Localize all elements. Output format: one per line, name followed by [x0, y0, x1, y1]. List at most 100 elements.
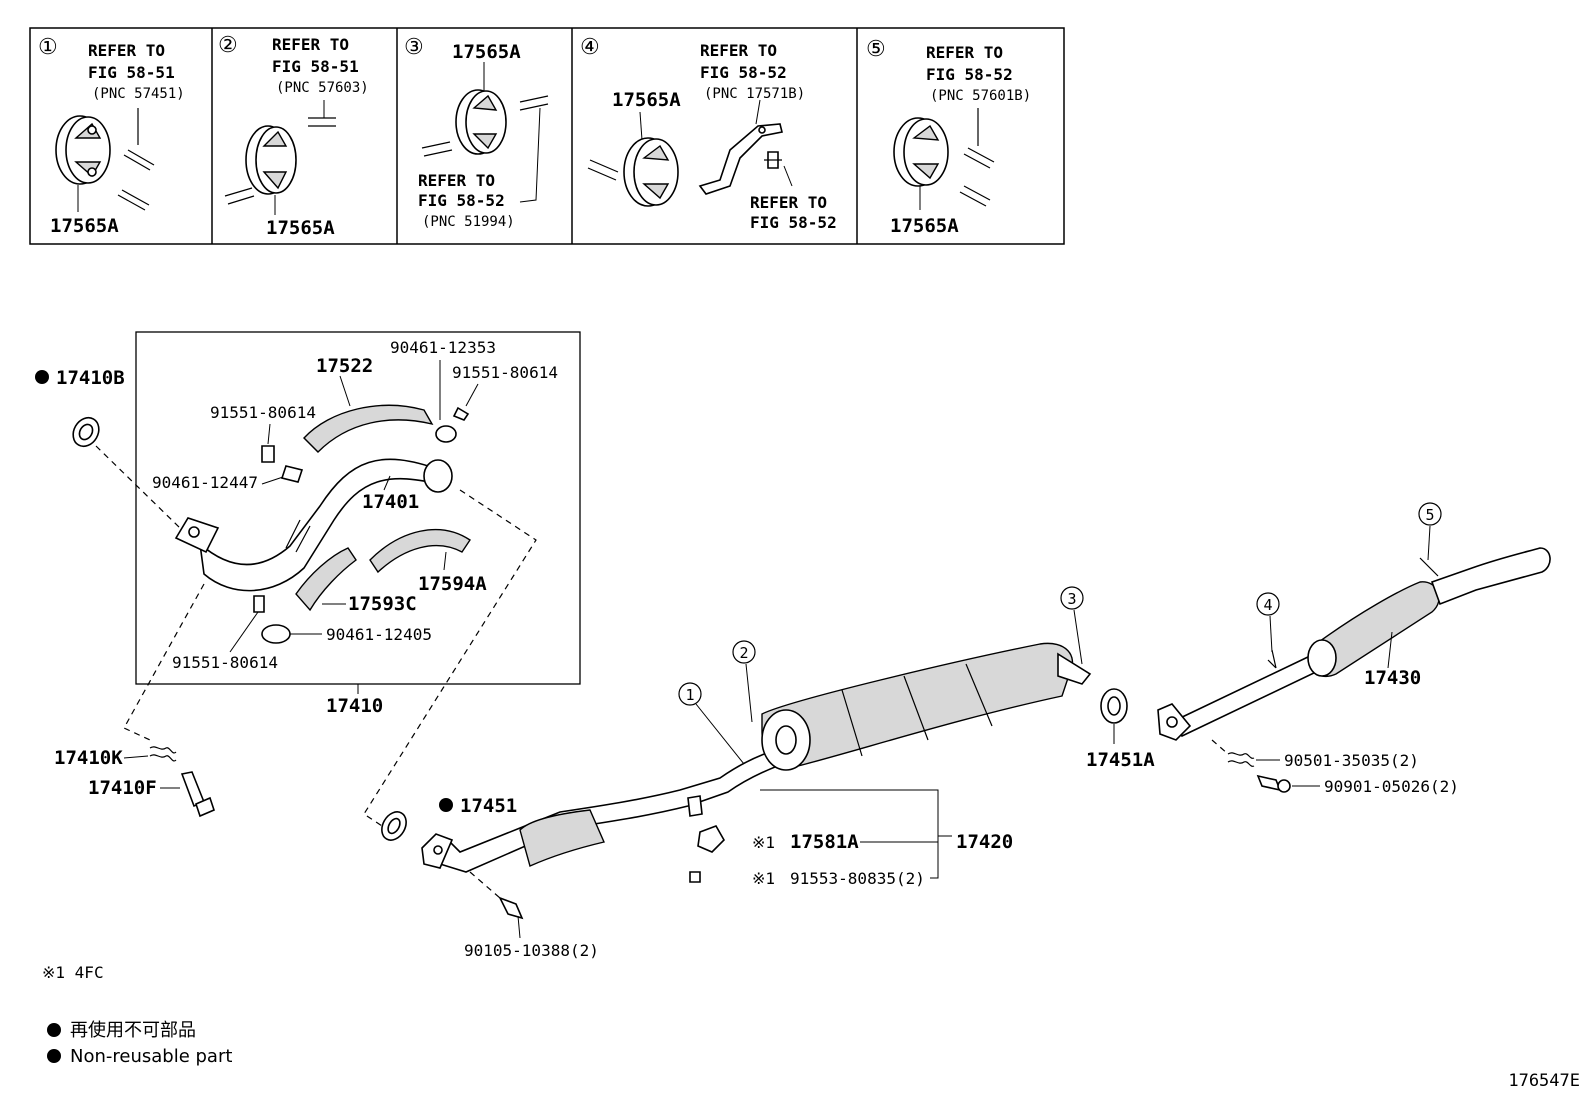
spring-17410K: 17410K [54, 746, 177, 769]
mark-17581A: ※1 [752, 833, 775, 852]
label-90105-10388: 90105-10388(2) [464, 941, 599, 960]
spring-90501-35035: 90501-35035(2) [1211, 739, 1419, 770]
callout-3: 3 [1060, 586, 1084, 665]
legend-jp: 再使用不可部品 [70, 1020, 196, 1041]
bracket-icon [698, 123, 783, 195]
diagram-id: 176547E [1508, 1071, 1580, 1091]
heat-insulator-17522: 17522 [303, 355, 434, 453]
label-17410B: 17410B [56, 367, 125, 389]
inset-5-pnc: (PNC 57601B) [930, 88, 1031, 104]
label-90901-05026: 90901-05026(2) [1324, 777, 1459, 796]
inset-1-part: 17565A [50, 215, 119, 237]
inset-4-fig-2: FIG 58-52 [750, 213, 837, 232]
inset-4-pnc: (PNC 17571B) [704, 86, 805, 102]
inset-1: ① REFER TO FIG 58-51 (PNC 57451) 17565A [38, 35, 185, 237]
svg-text:2: 2 [739, 644, 748, 662]
inset-4: ④ REFER TO FIG 58-52 (PNC 17571B) 17565A… [580, 35, 837, 232]
inset-3-refer: REFER TO [418, 171, 495, 190]
bracket-17581A: ※1 17581A ※1 91553-80835(2) 17420 [689, 789, 1013, 888]
label-17522: 17522 [316, 355, 373, 377]
inset-4-refer: REFER TO [700, 41, 777, 60]
label-17420: 17420 [956, 831, 1013, 853]
non-reusable-bullet [439, 798, 453, 812]
svg-text:5: 5 [1425, 506, 1434, 524]
main-muffler [761, 642, 1092, 771]
label-17451: 17451 [460, 795, 517, 817]
label-90461-12353: 90461-12353 [390, 338, 496, 357]
svg-text:1: 1 [685, 686, 694, 704]
callout-4: 4 [1256, 592, 1280, 653]
label-17593C: 17593C [348, 593, 417, 615]
callout-1: 1 [678, 682, 745, 765]
inset-2-number: ② [218, 33, 238, 58]
gasket-17451A: 17451A [1086, 688, 1155, 771]
svg-text:4: 4 [1263, 596, 1272, 614]
front-pipe-17401 [174, 458, 453, 592]
inset-3-number: ③ [404, 35, 424, 60]
inset-2-part: 17565A [266, 217, 335, 239]
legend-en: Non-reusable part [70, 1046, 232, 1067]
inset-3-pnc: (PNC 51994) [422, 214, 515, 230]
label-17401: 17401 [362, 491, 419, 513]
inset-5: ⑤ REFER TO FIG 58-52 (PNC 57601B) 17565A [866, 37, 1031, 237]
inset-1-fig: FIG 58-51 [88, 63, 175, 82]
label-91551-80614-b: 91551-80614 [210, 403, 316, 422]
bolt-90901-05026: 90901-05026(2) [1256, 774, 1459, 796]
footnote: ※1 4FC [42, 963, 104, 982]
inset-4-part: 17565A [612, 89, 681, 111]
label-90461-12447: 90461-12447 [152, 473, 258, 492]
clamp-90461-12405: 90461-12405 91551-80614 [172, 595, 432, 672]
gasket-17410B: 17410B [35, 367, 125, 448]
non-reusable-bullet [35, 370, 49, 384]
mark-91553: ※1 [752, 869, 775, 888]
inset-1-refer: REFER TO [88, 41, 165, 60]
callout-5: 5 [1418, 502, 1442, 561]
rubber-hanger-icon [623, 137, 679, 207]
label-17430: 17430 [1364, 667, 1421, 689]
label-91551-80614-c: 91551-80614 [172, 653, 278, 672]
legend-bullet [47, 1049, 61, 1063]
label-17410F: 17410F [88, 777, 157, 799]
label-17451A: 17451A [1086, 749, 1155, 771]
legend: 再使用不可部品 Non-reusable part [47, 1020, 232, 1067]
clamp-90461-12353: 90461-12353 91551-80614 [390, 338, 558, 443]
inset-5-part: 17565A [890, 215, 959, 237]
inset-5-number: ⑤ [866, 37, 886, 62]
label-17581A: 17581A [790, 831, 859, 853]
label-17410: 17410 [326, 695, 383, 717]
label-17410K: 17410K [54, 747, 123, 769]
heat-insulator-17593C: 17593C [295, 547, 417, 615]
callout-2: 2 [732, 640, 756, 723]
inset-4-refer-2: REFER TO [750, 193, 827, 212]
inset-2-pnc: (PNC 57603) [276, 80, 369, 96]
inset-panel [29, 27, 1065, 245]
inset-1-pnc: (PNC 57451) [92, 86, 185, 102]
inset-5-fig: FIG 58-52 [926, 65, 1013, 84]
rubber-hanger-icon [55, 115, 111, 185]
inset-2: ② REFER TO FIG 58-51 (PNC 57603) 17565A [218, 33, 369, 239]
inset-4-number: ④ [580, 35, 600, 60]
svg-text:3: 3 [1067, 590, 1076, 608]
rubber-hanger-icon [245, 125, 297, 195]
gasket-17451: 17451 [381, 795, 517, 841]
inset-3-fig: FIG 58-52 [418, 191, 505, 210]
label-91551-80614-a: 91551-80614 [452, 363, 558, 382]
inset-5-refer: REFER TO [926, 43, 1003, 62]
tail-pipe-17430: 17430 [1157, 547, 1551, 741]
bolt-icon [764, 151, 782, 169]
inset-2-refer: REFER TO [272, 35, 349, 54]
bolt-17410F: 17410F [88, 771, 215, 818]
inset-3: ③ 17565A REFER TO FIG 58-52 (PNC 51994) [404, 35, 549, 230]
bolt-90105-10388: 90105-10388(2) [464, 871, 599, 960]
legend-bullet [47, 1023, 61, 1037]
rubber-hanger-icon [893, 117, 949, 187]
inset-1-number: ① [38, 35, 58, 60]
rubber-hanger-icon [455, 89, 507, 155]
label-90461-12405: 90461-12405 [326, 625, 432, 644]
label-17594A: 17594A [418, 573, 487, 595]
inset-2-fig: FIG 58-51 [272, 57, 359, 76]
inset-4-fig: FIG 58-52 [700, 63, 787, 82]
bolt-91551-80614-b: 91551-80614 90461-12447 [152, 403, 316, 492]
inset-3-part: 17565A [452, 41, 521, 63]
